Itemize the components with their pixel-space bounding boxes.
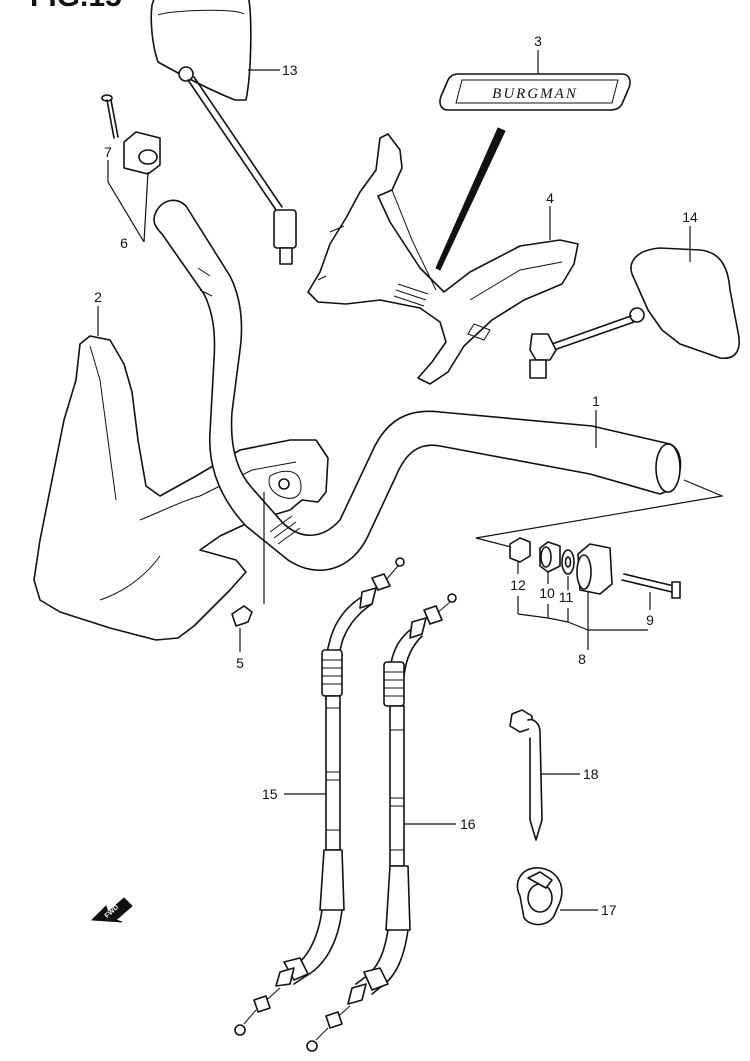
nut-icon xyxy=(509,537,531,563)
callout-8: 8 xyxy=(578,651,586,667)
callout-11: 11 xyxy=(559,589,574,605)
callout-10: 10 xyxy=(539,585,555,601)
callout-13: 13 xyxy=(282,62,298,78)
mirror-left-icon xyxy=(150,0,297,265)
callout-6: 6 xyxy=(120,235,128,251)
callout-2: 2 xyxy=(94,289,102,305)
screw-icon xyxy=(101,94,119,139)
clip-icon xyxy=(231,492,265,627)
callout-9: 9 xyxy=(646,612,654,628)
handlebar-cover-lower-icon xyxy=(33,335,329,641)
washer-icon xyxy=(561,549,575,575)
tie-band-icon xyxy=(509,709,543,841)
callout-16: 16 xyxy=(460,816,476,832)
callout-4: 4 xyxy=(546,190,554,206)
emblem-icon: BURGMAN xyxy=(439,73,631,111)
callout-18: 18 xyxy=(583,766,599,782)
balancer-weight-icon xyxy=(576,543,613,595)
callout-5: 5 xyxy=(236,655,244,671)
callout-17: 17 xyxy=(601,902,617,918)
fwd-arrow-icon: FWD xyxy=(90,897,133,923)
handlebar-cover-upper-icon xyxy=(307,133,579,385)
throttle-cable-2-icon xyxy=(306,593,457,1052)
mirror-cap-set-icon xyxy=(123,131,161,175)
mirror-right-icon xyxy=(529,247,740,379)
handlebar-icon xyxy=(153,199,682,572)
bolt-icon xyxy=(621,573,681,599)
callout-7: 7 xyxy=(104,144,112,160)
throttle-cable-1-icon xyxy=(234,557,405,1036)
clamp-icon xyxy=(516,867,563,926)
callout-1: 1 xyxy=(592,393,600,409)
callout-labels: 3 13 7 6 4 14 2 1 12 10 11 9 8 5 15 16 1… xyxy=(94,33,698,918)
emblem-text: BURGMAN xyxy=(492,86,578,102)
callout-15: 15 xyxy=(262,786,278,802)
leader-lines xyxy=(97,50,691,911)
callout-12: 12 xyxy=(510,577,526,593)
arrow-icon xyxy=(435,127,506,271)
spacer-icon xyxy=(539,541,561,573)
explode-line xyxy=(475,479,725,553)
figure-title: FIG.15 xyxy=(30,0,122,13)
callout-14: 14 xyxy=(682,209,698,225)
callout-3: 3 xyxy=(534,33,542,49)
